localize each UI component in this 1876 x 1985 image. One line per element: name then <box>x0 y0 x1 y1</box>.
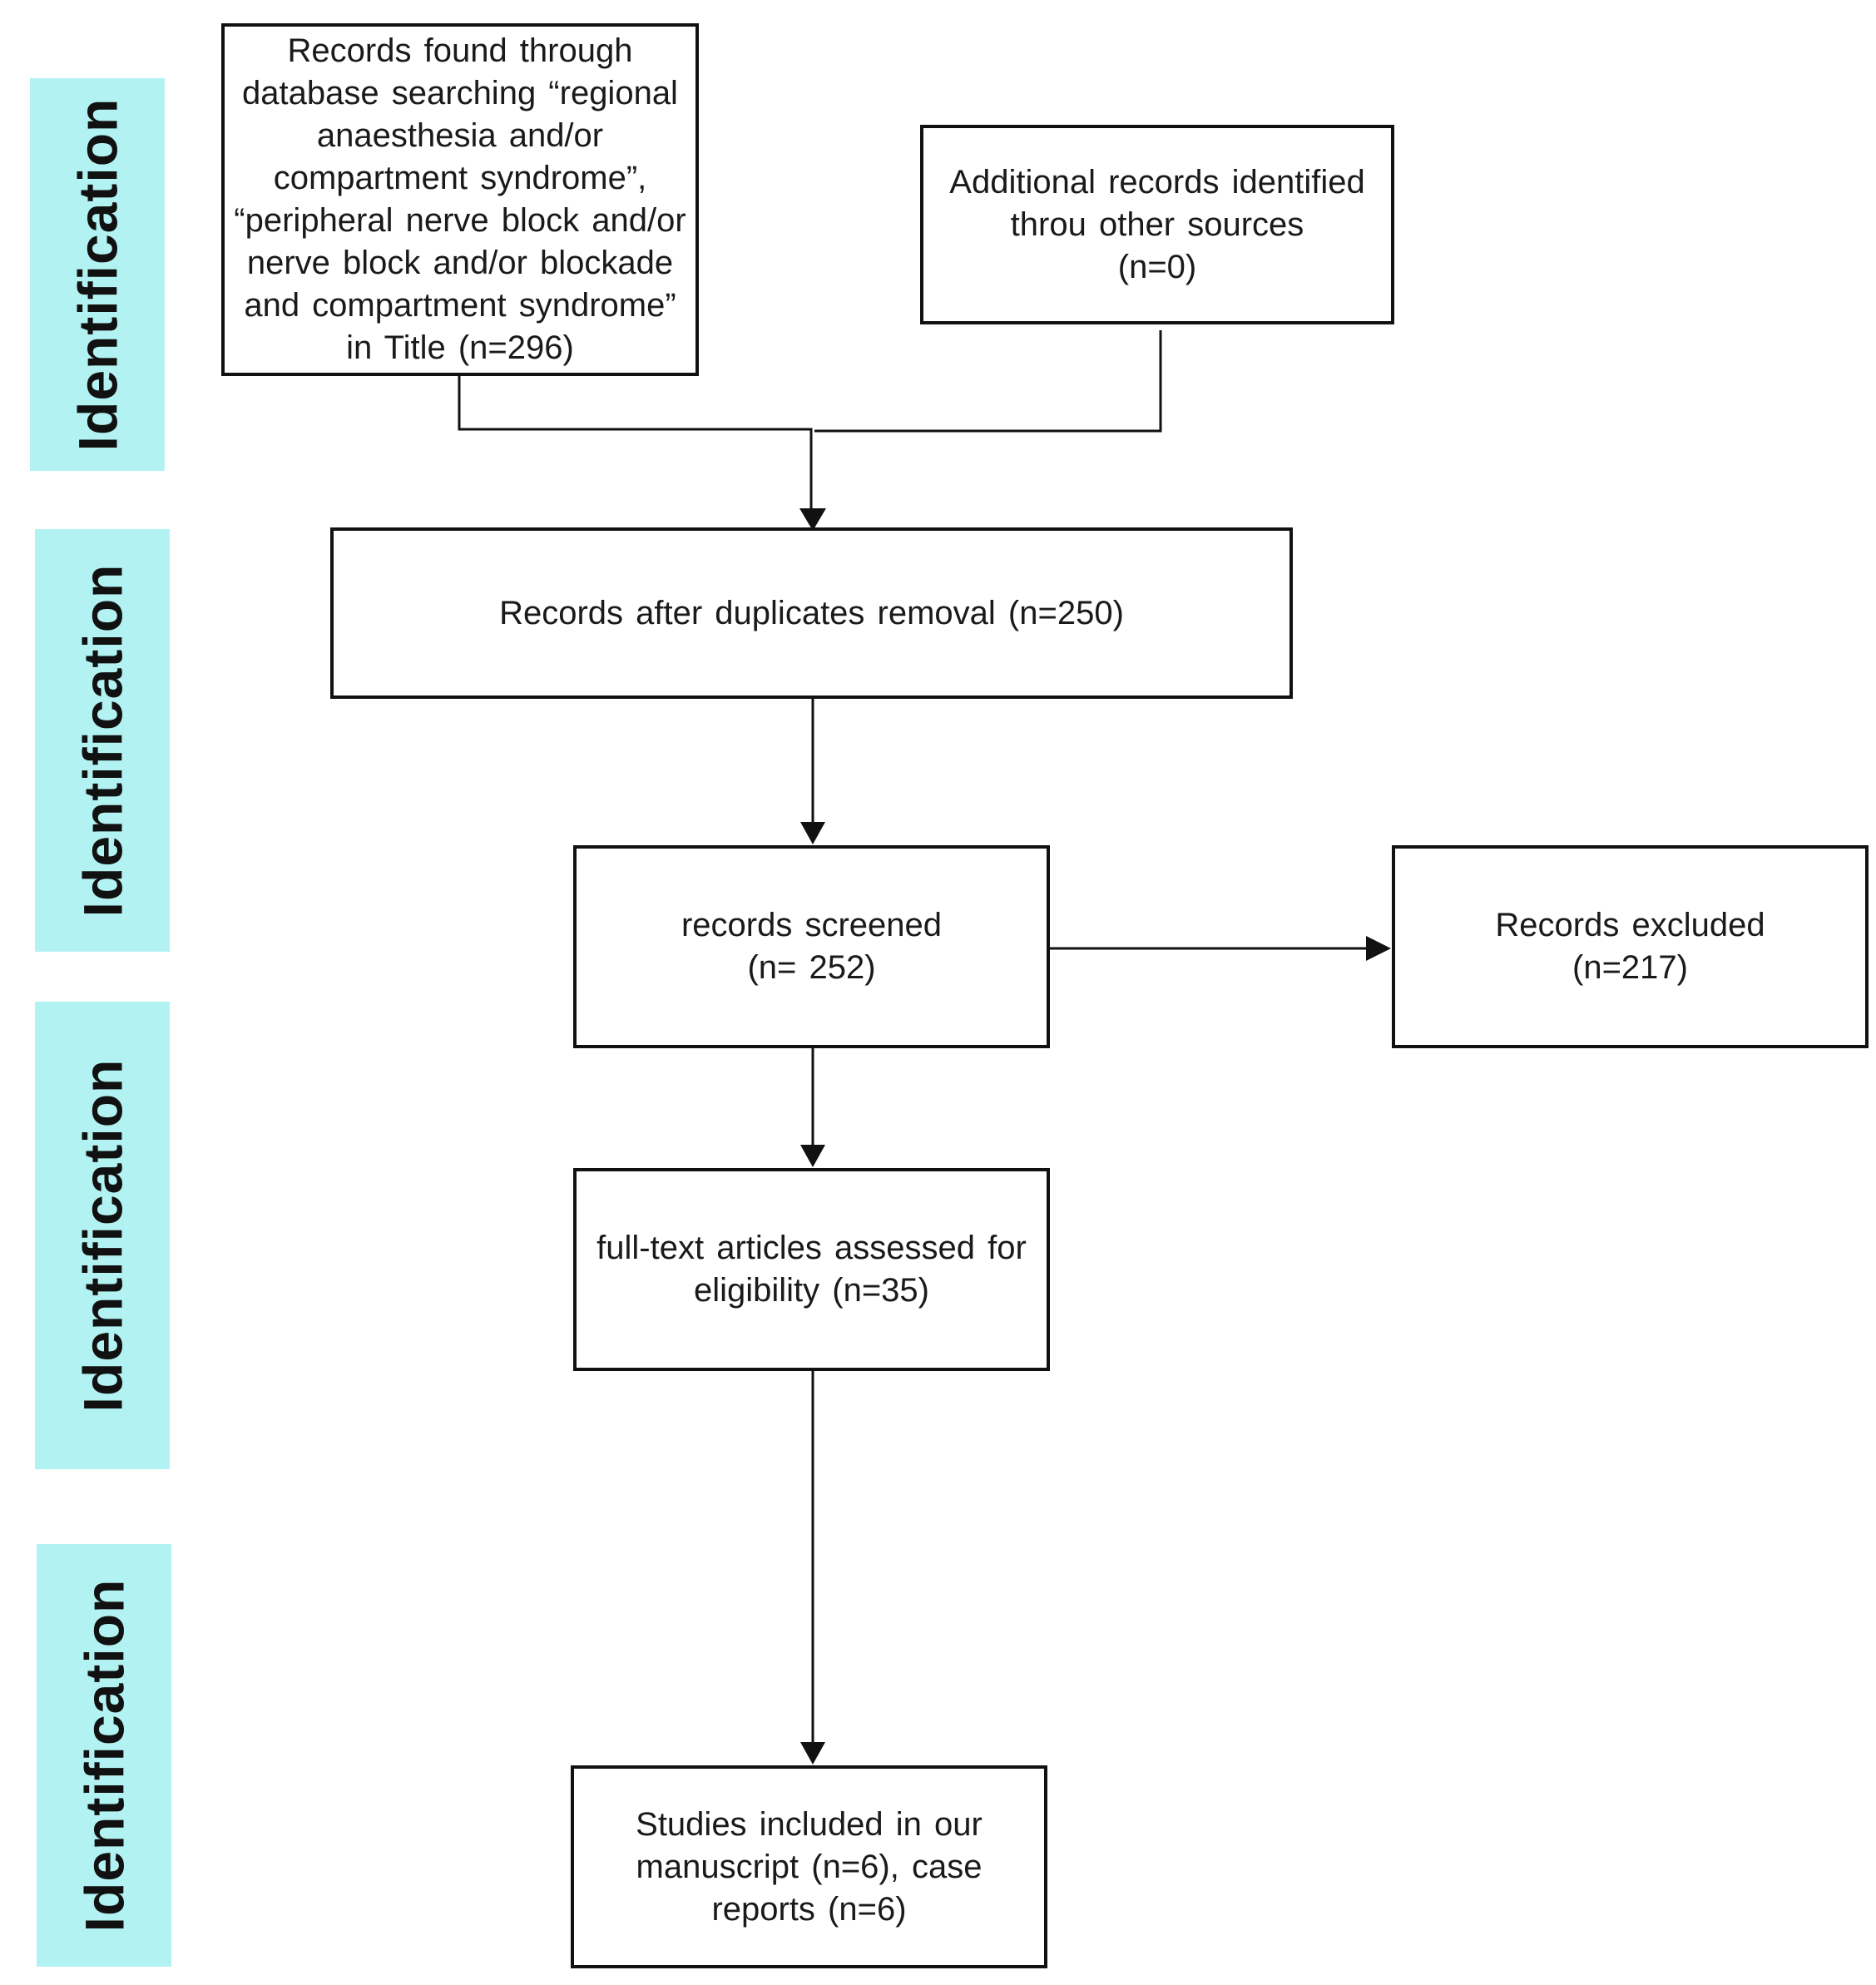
studies-included-box: Studies included in our manuscript (n=6)… <box>571 1765 1047 1968</box>
records-excluded-text: Records excluded (n=217) <box>1495 907 1765 986</box>
stage-band-3: Identification <box>35 1002 170 1469</box>
stage-band-4: Identification <box>37 1544 171 1967</box>
arrowhead-to-eligibility <box>800 1145 825 1167</box>
records-screened-text: records screened (n= 252) <box>681 907 943 986</box>
stage-band-1: Identification <box>30 78 165 471</box>
database-search-box: Records found through database searching… <box>221 23 699 376</box>
records-excluded-box: Records excluded (n=217) <box>1392 845 1869 1048</box>
eligibility-text: full-text articles assessed for eligibil… <box>596 1230 1027 1309</box>
connector-other-to-merge <box>814 330 1162 433</box>
stage-band-2: Identification <box>35 529 170 952</box>
arrowhead-to-excluded <box>1366 936 1391 961</box>
arrowhead-to-included <box>800 1742 825 1765</box>
arrowhead-to-duplicates <box>799 508 826 531</box>
studies-included-text: Studies included in our manuscript (n=6)… <box>636 1805 983 1928</box>
database-search-text: Records found through database searching… <box>234 32 686 366</box>
duplicates-removed-text: Records after duplicates removal (n=250) <box>499 594 1124 631</box>
other-sources-box: Additional records identified throu othe… <box>920 125 1394 324</box>
records-screened-box: records screened (n= 252) <box>573 845 1050 1048</box>
other-sources-text: Additional records identified throu othe… <box>949 163 1365 285</box>
connector-database-to-merge <box>458 375 813 509</box>
arrowhead-to-screened <box>800 822 825 844</box>
eligibility-box: full-text articles assessed for eligibil… <box>573 1168 1050 1371</box>
duplicates-removed-box: Records after duplicates removal (n=250) <box>330 527 1293 699</box>
